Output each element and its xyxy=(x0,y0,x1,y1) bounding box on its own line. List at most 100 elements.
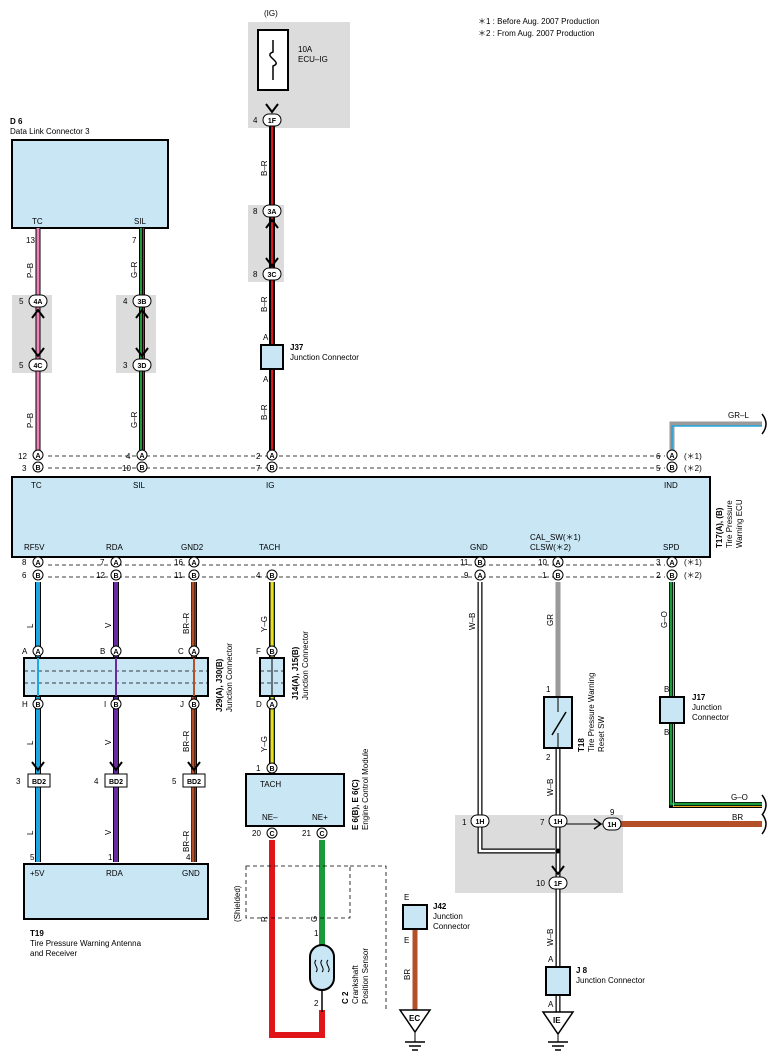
svg-text:W–B: W–B xyxy=(546,779,555,796)
svg-text:3B: 3B xyxy=(138,299,147,306)
splice-point xyxy=(555,848,561,854)
svg-text:2: 2 xyxy=(314,999,319,1008)
svg-text:3A: 3A xyxy=(268,209,277,216)
connector-chevron-icon xyxy=(31,308,45,319)
tire-pressure-warning-ecu xyxy=(11,476,711,558)
ecu-name-2: Warning ECU xyxy=(735,499,744,548)
ecu-pin-tc: TC xyxy=(31,481,42,490)
svg-text:BR: BR xyxy=(403,969,412,980)
svg-text:B: B xyxy=(113,702,118,709)
svg-text:6: 6 xyxy=(656,452,661,461)
engine-control-module xyxy=(245,773,345,827)
svg-text:L: L xyxy=(26,740,35,745)
svg-text:W–B: W–B xyxy=(546,929,555,946)
svg-text:L: L xyxy=(26,830,35,835)
junction-connector-j14-j15: F B D A xyxy=(256,645,285,710)
connector-3a xyxy=(262,204,282,218)
svg-text:V: V xyxy=(104,739,113,745)
connector-chevron-icon xyxy=(135,308,149,319)
ecu-variant-2: (＊2) xyxy=(684,464,702,473)
svg-text:10: 10 xyxy=(538,558,547,567)
svg-text:A: A xyxy=(113,649,118,656)
svg-text:A: A xyxy=(263,333,269,342)
j37-name: Junction Connector xyxy=(290,353,359,362)
svg-text:BD2: BD2 xyxy=(187,779,201,786)
label-g-r-2: G–R xyxy=(130,411,139,428)
svg-text:B: B xyxy=(100,647,105,656)
svg-text:A: A xyxy=(139,453,144,460)
t19-pin-rda: RDA xyxy=(106,869,124,878)
svg-text:B: B xyxy=(269,766,274,773)
svg-text:GR: GR xyxy=(546,614,555,626)
connector-chevron-icon xyxy=(31,347,45,358)
svg-text:BR: BR xyxy=(732,813,743,822)
svg-text:D: D xyxy=(256,700,262,709)
svg-text:1: 1 xyxy=(462,818,467,827)
fuse-name: ECU–IG xyxy=(298,55,328,64)
note-2: ＊2 : From Aug. 2007 Production xyxy=(478,29,595,38)
note-1: ＊1 : Before Aug. 2007 Production xyxy=(478,17,599,26)
svg-text:A: A xyxy=(113,560,118,567)
ground-ec-icon xyxy=(398,1009,432,1034)
wire-gr-l xyxy=(669,421,762,450)
shielded-area xyxy=(245,865,351,919)
svg-text:C: C xyxy=(319,831,324,838)
j42-name-2: Connector xyxy=(433,922,470,931)
ecu-pin-gnd2: GND2 xyxy=(181,543,204,552)
svg-text:BD2: BD2 xyxy=(109,779,123,786)
wire-br-r xyxy=(191,582,197,862)
t19-name-2: and Receiver xyxy=(30,949,77,958)
svg-text:A: A xyxy=(555,560,560,567)
label-p-b-2: P–B xyxy=(26,413,35,428)
connector-1f-fuse-label: 1F xyxy=(268,118,277,125)
ecu-pin-gnd: GND xyxy=(470,543,488,552)
svg-text:4C: 4C xyxy=(34,363,43,370)
gr-l-continuation-icon xyxy=(761,413,767,435)
svg-text:A: A xyxy=(669,560,674,567)
ecm-pin-tach: TACH xyxy=(260,780,281,789)
svg-text:8: 8 xyxy=(22,558,27,567)
coil-icon xyxy=(314,959,330,973)
j14-name: Junction Connector xyxy=(301,631,310,700)
j42-code: J42 xyxy=(433,902,447,911)
svg-text:V: V xyxy=(104,829,113,835)
label-b-r-2: B–R xyxy=(260,296,269,312)
ecu-bottom-pins: 8 A 6 B 7 A 12 B 16 A 11 B 4 B 11 B 9 A … xyxy=(22,556,678,581)
junction-connector-j42 xyxy=(402,904,428,930)
svg-text:12: 12 xyxy=(18,452,27,461)
wire-g-o xyxy=(669,582,762,808)
connector-chevron-icon xyxy=(135,347,149,358)
j29-code: J29(A), J30(B) xyxy=(215,658,224,712)
connector-chevron-icon xyxy=(265,257,279,268)
connector-1h-7 xyxy=(548,814,568,828)
junction-connector-j29-j30: A A B A C A H B I B J B xyxy=(22,645,209,710)
svg-text:B: B xyxy=(664,685,669,694)
connector-bd2-3 xyxy=(182,773,206,788)
connector-1h-9 xyxy=(602,817,622,831)
svg-text:A: A xyxy=(269,702,274,709)
svg-text:3C: 3C xyxy=(268,272,277,279)
label-b-r-3: B–R xyxy=(260,404,269,420)
ecu-pin-clsw: CLSW(＊2) xyxy=(530,543,571,552)
wire-w-b-gnd xyxy=(477,582,555,854)
svg-text:B: B xyxy=(191,702,196,709)
svg-text:11: 11 xyxy=(174,571,183,580)
svg-text:1: 1 xyxy=(542,571,547,580)
wire-g-r xyxy=(139,228,145,450)
svg-text:A: A xyxy=(191,560,196,567)
svg-text:4: 4 xyxy=(253,116,258,125)
ecm-code: E 6(B), E 6(C) xyxy=(351,779,360,830)
connector-1h-1 xyxy=(470,814,490,828)
svg-text:1H: 1H xyxy=(608,822,617,829)
svg-text:A: A xyxy=(269,453,274,460)
svg-text:A: A xyxy=(669,453,674,460)
ecu-pin-ig: IG xyxy=(266,481,274,490)
svg-text:3: 3 xyxy=(22,464,27,473)
svg-text:A: A xyxy=(35,560,40,567)
ecm-pin-ne-plus: NE+ xyxy=(312,813,328,822)
t19-pin-5v: +5V xyxy=(30,869,45,878)
shielded-label: (Shielded) xyxy=(233,885,242,922)
svg-text:5: 5 xyxy=(19,361,24,370)
svg-text:B: B xyxy=(477,560,482,567)
svg-text:1: 1 xyxy=(108,853,113,862)
